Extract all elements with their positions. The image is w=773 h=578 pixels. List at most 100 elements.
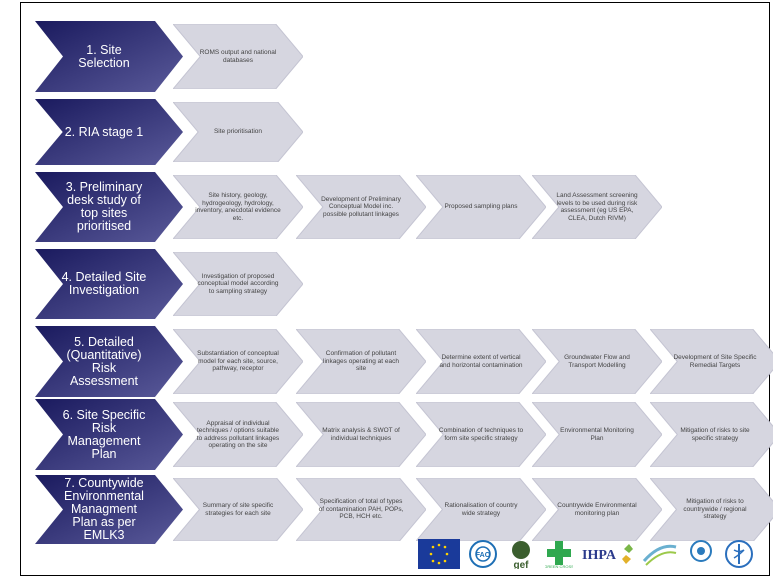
chevron-shape — [173, 252, 303, 316]
chevron-shape — [650, 402, 773, 467]
chevron-shape — [650, 329, 773, 394]
step-text: Substantiation of conceptual model for e… — [197, 350, 279, 373]
stage-label: 1. Site Selection — [78, 42, 130, 70]
step-text: Development of Site Specific Remedial Ta… — [673, 354, 757, 369]
step-text: Rationalisation of country wide strategy — [444, 502, 518, 517]
ihpa-logo: IHPA — [582, 539, 634, 569]
step-text: Environmental Monitoring Plan — [560, 427, 634, 442]
step-chevron: Confirmation of pollutant linkages opera… — [296, 329, 426, 394]
fao-logo: FAO — [468, 539, 498, 569]
step-text: Site history, geology, hydrogeology, hyd… — [195, 192, 281, 222]
unep-logo — [686, 539, 716, 569]
step-chevron: Proposed sampling plans — [416, 175, 546, 239]
step-chevron: ROMS output and national databases — [173, 24, 303, 89]
stage-label: 5. Detailed (Quantitative) Risk Assessme… — [66, 334, 142, 388]
stage-label: 7. Countywide Environmental Managment Pl… — [64, 476, 144, 542]
chevron-shape — [296, 402, 426, 467]
stage-4: 4. Detailed Site Investigation — [35, 249, 183, 319]
step-chevron: Investigation of proposed conceptual mod… — [173, 252, 303, 316]
step-text: Proposed sampling plans — [444, 203, 518, 211]
step-chevron: Rationalisation of country wide strategy — [416, 478, 546, 541]
stage-5: 5. Detailed (Quantitative) Risk Assessme… — [35, 326, 183, 397]
step-text: Countrywide Environmental monitoring pla… — [557, 502, 637, 517]
stage-3: 3. Preliminary desk study of top sites p… — [35, 172, 183, 242]
step-text: Mitigation of risks to countrywide / reg… — [683, 498, 747, 521]
chevron-shape — [532, 175, 662, 239]
step-chevron: Determine extent of vertical and horizon… — [416, 329, 546, 394]
step-chevron: Development of Preliminary Conceptual Mo… — [296, 175, 426, 239]
step-text: Confirmation of pollutant linkages opera… — [323, 350, 399, 373]
stage-2: 2. RIA stage 1 — [35, 99, 183, 165]
chevron-shape — [173, 402, 303, 467]
step-chevron: Substantiation of conceptual model for e… — [173, 329, 303, 394]
chevron-shape — [532, 478, 662, 541]
step-chevron: Site prioritisation — [173, 102, 303, 162]
step-chevron: Land Assessment screening levels to be u… — [532, 175, 662, 239]
stage-arrow-shape — [35, 99, 183, 165]
chevron-shape — [296, 329, 426, 394]
step-text: Appraisal of individual techniques / opt… — [196, 419, 280, 450]
step-text: Site prioritisation — [213, 128, 263, 136]
stage-arrow-shape — [35, 21, 183, 92]
step-text: Combination of techniques to form site s… — [438, 427, 524, 442]
chevron-shape — [532, 402, 662, 467]
step-text: Specification of total of types of conta… — [318, 498, 404, 521]
stage-arrow-shape — [35, 249, 183, 319]
svg-text:GREEN CROSS: GREEN CROSS — [545, 564, 573, 569]
step-text: Development of Preliminary Conceptual Mo… — [321, 195, 401, 218]
chevron-shape — [173, 329, 303, 394]
step-chevron: Environmental Monitoring Plan — [532, 402, 662, 467]
stage-label: 2. RIA stage 1 — [64, 124, 144, 139]
stage-7: 7. Countywide Environmental Managment Pl… — [35, 475, 183, 544]
chevron-shape — [532, 329, 662, 394]
step-text: Summary of site specific strategies for … — [202, 502, 274, 517]
stage-arrow-shape — [35, 172, 183, 242]
stage-1: 1. Site Selection — [35, 21, 183, 92]
who-logo — [724, 539, 754, 569]
chevron-shape — [650, 478, 773, 541]
chevron-shape — [173, 102, 303, 162]
step-text: Groundwater Flow and Transport Modelling — [564, 354, 630, 369]
stage-label: 3. Preliminary desk study of top sites p… — [65, 180, 143, 233]
svg-text:gef: gef — [514, 560, 530, 569]
step-chevron: Site history, geology, hydrogeology, hyd… — [173, 175, 303, 239]
chevron-shape — [173, 478, 303, 541]
stage-arrow-shape — [35, 475, 183, 544]
step-chevron: Combination of techniques to form site s… — [416, 402, 546, 467]
step-chevron: Mitigation of risks to site specific str… — [650, 402, 773, 467]
step-text: ROMS output and national databases — [199, 49, 277, 64]
step-text: Mitigation of risks to site specific str… — [680, 427, 750, 442]
step-chevron: Summary of site specific strategies for … — [173, 478, 303, 541]
chevron-shape — [416, 329, 546, 394]
step-text: Investigation of proposed conceptual mod… — [197, 272, 279, 295]
diagram-frame — [20, 2, 770, 576]
step-chevron: Appraisal of individual techniques / opt… — [173, 402, 303, 467]
step-text: Matrix analysis & SWOT of individual tec… — [322, 427, 400, 442]
logo-strip: FAO gef GREEN CROSS IHPA — [418, 536, 768, 572]
chevron-shape — [296, 175, 426, 239]
stage-arrow-shape — [35, 399, 183, 470]
step-text: Determine extent of vertical and horizon… — [439, 354, 523, 369]
step-chevron: Matrix analysis & SWOT of individual tec… — [296, 402, 426, 467]
step-chevron: Specification of total of types of conta… — [296, 478, 426, 541]
stage-arrow-shape — [35, 326, 183, 397]
chevron-shape — [416, 478, 546, 541]
chevron-shape — [296, 478, 426, 541]
stage-label: 4. Detailed Site Investigation — [61, 270, 147, 297]
green-cross-logo: GREEN CROSS — [544, 539, 574, 569]
svg-text:IHPA: IHPA — [582, 548, 617, 563]
step-chevron: Development of Site Specific Remedial Ta… — [650, 329, 773, 394]
eu-flag-logo — [418, 539, 460, 569]
chevron-shape — [173, 175, 303, 239]
chevron-shape — [416, 402, 546, 467]
swoosh-logo — [642, 539, 678, 569]
step-chevron: Mitigation of risks to countrywide / reg… — [650, 478, 773, 541]
chevron-shape — [416, 175, 546, 239]
svg-text:FAO: FAO — [476, 552, 491, 559]
step-chevron: Countrywide Environmental monitoring pla… — [532, 478, 662, 541]
gef-logo: gef — [506, 539, 536, 569]
stage-6: 6. Site Specific Risk Management Plan — [35, 399, 183, 470]
stage-label: 6. Site Specific Risk Management Plan — [62, 407, 146, 461]
chevron-shape — [173, 24, 303, 89]
step-chevron: Groundwater Flow and Transport Modelling — [532, 329, 662, 394]
